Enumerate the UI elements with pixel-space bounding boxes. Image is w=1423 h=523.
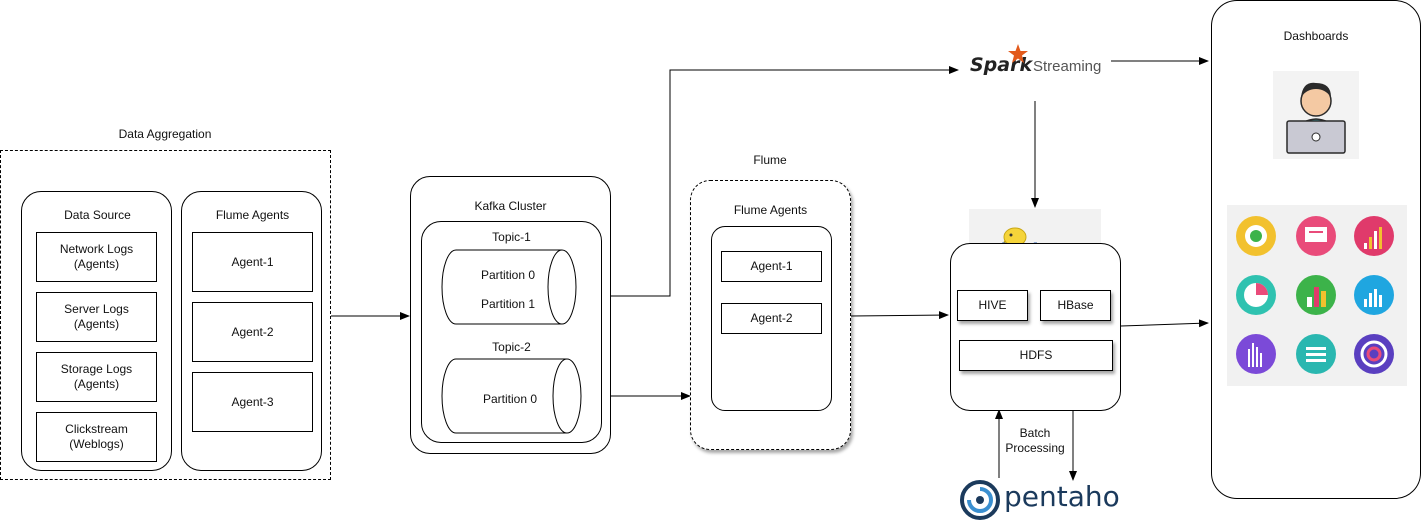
flume-agents-box: Agent-1 Agent-2 [711, 226, 832, 411]
chart-tile-glyphs [1244, 225, 1388, 368]
flume-title: Flume [753, 153, 787, 167]
topic1-partition-1: Partition 1 [480, 297, 536, 311]
topic2-partition-0: Partition 0 [482, 392, 538, 406]
pentaho-swirl-icon [960, 480, 1000, 520]
flume-agents-subtitle: Flume Agents [733, 203, 808, 217]
dashboards-panel: Dashboards [1211, 0, 1421, 499]
data-source-panel: Data Source Network Logs (Agents) Server… [21, 191, 172, 471]
flume-group: Flume Agents Agent-1 Agent-2 [690, 180, 851, 450]
source-network-logs[interactable]: Network Logs (Agents) [36, 232, 157, 282]
data-source-title: Data Source [64, 208, 131, 222]
topic2-title: Topic-2 [492, 340, 531, 354]
topic2-cylinder[interactable] [440, 358, 585, 434]
flume-agent-2[interactable]: Agent-2 [721, 303, 822, 334]
pentaho-logo: pentaho [958, 478, 1120, 522]
dashboards-title: Dashboards [1283, 29, 1349, 43]
spark-star-icon [1008, 44, 1028, 63]
hbase-box[interactable]: HBase [1040, 290, 1111, 321]
topic1-title: Topic-1 [492, 230, 531, 244]
agg-agent-2[interactable]: Agent-2 [192, 302, 313, 362]
agg-agent-1[interactable]: Agent-1 [192, 232, 313, 292]
source-server-logs[interactable]: Server Logs (Agents) [36, 292, 157, 342]
agg-agent-3[interactable]: Agent-3 [192, 372, 313, 432]
flume-agents-panel: Flume Agents Agent-1 Agent-2 Agent-3 [181, 191, 322, 471]
source-storage-logs[interactable]: Storage Logs (Agents) [36, 352, 157, 402]
topic1-cylinder[interactable] [440, 249, 580, 325]
topic1-partition-0: Partition 0 [480, 268, 536, 282]
hdfs-box[interactable]: HDFS [959, 340, 1113, 371]
arrow-hadoop-to-dashboards [1120, 319, 1209, 328]
hadoop-cluster: HIVE HBase HDFS [950, 243, 1121, 411]
hive-box[interactable]: HIVE [957, 290, 1028, 321]
flume-agents-title: Flume Agents [215, 208, 290, 222]
arrow-flume-to-hadoop [850, 311, 949, 320]
batch-processing-label: Batch Processing [1005, 426, 1065, 455]
data-aggregation-group: Data Source Network Logs (Agents) Server… [0, 150, 331, 480]
source-clickstream[interactable]: Clickstream (Weblogs) [36, 412, 157, 462]
data-aggregation-title: Data Aggregation [118, 127, 212, 141]
user-laptop-icon [1273, 71, 1359, 159]
kafka-cluster-title: Kafka Cluster [474, 199, 547, 213]
spark-product-text: Streaming [1033, 58, 1102, 75]
spark-streaming-logo: Spark Streaming [966, 44, 1111, 84]
flume-agent-1[interactable]: Agent-1 [721, 251, 822, 282]
pentaho-logo-text: pentaho [1004, 480, 1120, 513]
